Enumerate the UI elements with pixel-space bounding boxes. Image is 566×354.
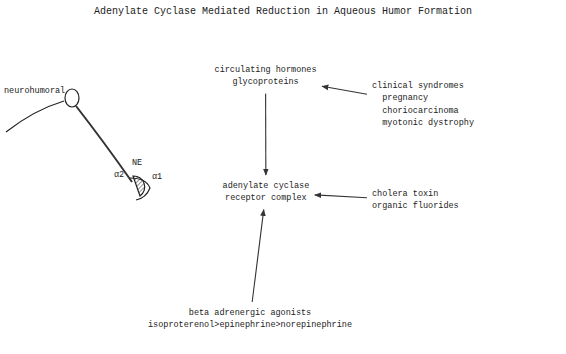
- node-heading: beta adrenergic agonists: [148, 307, 352, 319]
- nerve-terminal-cap: [130, 178, 150, 200]
- part-label: α1: [152, 172, 162, 182]
- node-heading: cholera toxin organic fluorides: [372, 188, 460, 213]
- node-heading: circulating hormones glycoproteins: [214, 64, 317, 89]
- part-label: NE: [132, 158, 142, 168]
- text-node: clinical syndromespregnancy choriocarcin…: [370, 78, 482, 131]
- part-label: α2: [114, 170, 124, 180]
- arrow-connector: [322, 86, 367, 94]
- text-node: beta adrenergic agonistsisoproterenol>ep…: [146, 305, 354, 334]
- arrow-connector: [252, 210, 264, 302]
- node-heading: adenylate cyclase receptor complex: [222, 180, 310, 205]
- text-node: circulating hormones glycoproteins: [212, 62, 319, 91]
- part-label: neurohumoral: [4, 86, 65, 96]
- dendrite: [6, 101, 64, 132]
- node-heading: clinical syndromes: [372, 80, 480, 92]
- arrow-connector: [265, 94, 266, 175]
- node-body: isoproterenol>epinephrine>norepinephrine: [148, 319, 352, 331]
- axon: [76, 106, 132, 182]
- text-node: adenylate cyclase receptor complex: [220, 178, 312, 207]
- node-body: pregnancy choriocarcinoma myotonic dystr…: [372, 92, 480, 129]
- diagram-title: Adenylate Cyclase Mediated Reduction in …: [0, 6, 566, 17]
- arrow-connector: [315, 195, 367, 198]
- text-node: cholera toxin organic fluorides: [370, 186, 462, 215]
- cell-body: [65, 89, 79, 107]
